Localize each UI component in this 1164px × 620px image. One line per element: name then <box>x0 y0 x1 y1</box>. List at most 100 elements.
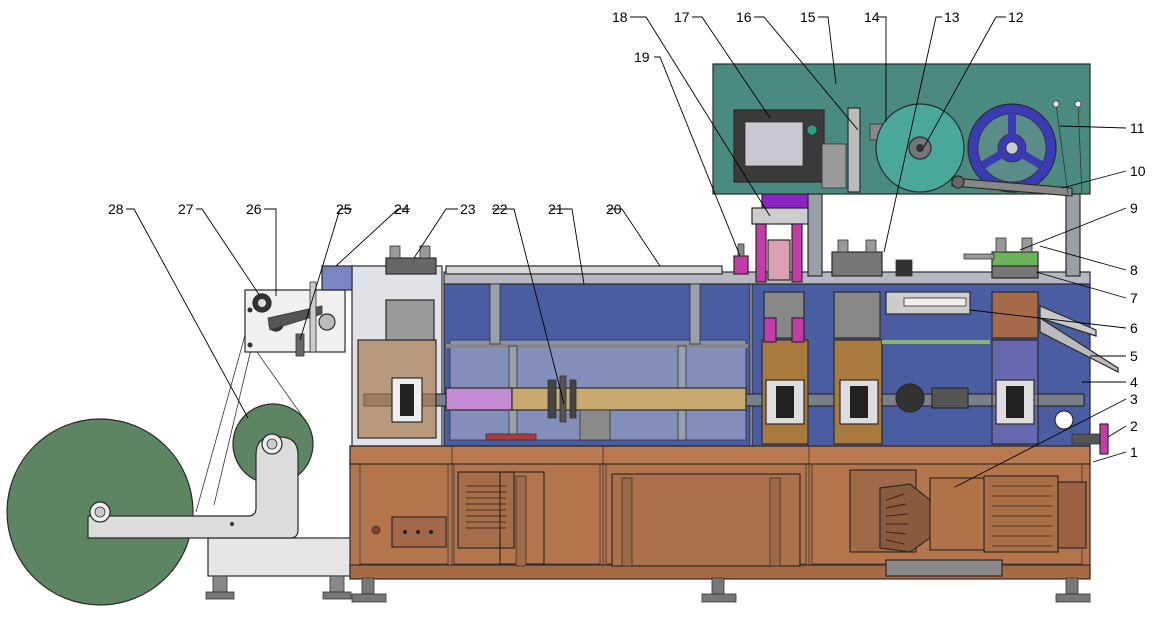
cabinet-panel-1 <box>359 463 449 565</box>
leader-13 <box>883 16 942 253</box>
handwheel-shaft <box>1071 433 1103 445</box>
motor-fan-fins <box>885 493 909 545</box>
callout-3: 3 <box>1130 391 1138 407</box>
shaft-sleeve-pink <box>445 387 513 411</box>
motor-cooling-ribs <box>992 485 1052 547</box>
press-column-left <box>755 223 767 283</box>
leader-27 <box>196 208 261 297</box>
control-socket-pin-3 <box>429 530 433 534</box>
motor-body <box>983 475 1059 553</box>
station-1-bearing-core <box>776 386 794 418</box>
film-guide-post-2 <box>821 143 847 189</box>
discharge-chute <box>1039 316 1119 373</box>
film-web-c <box>213 344 253 506</box>
vent-slots <box>466 485 506 529</box>
cutter-bolt-1 <box>837 239 849 253</box>
leader-7 <box>1035 271 1127 299</box>
leader-22 <box>492 208 565 405</box>
station-2-bearing-core <box>850 386 868 418</box>
leader-20 <box>608 208 661 267</box>
callout-10: 10 <box>1130 163 1146 179</box>
frame-post-2 <box>689 283 701 345</box>
unwind-foot-left-pad <box>205 591 235 600</box>
cam-disc-1 <box>547 379 557 419</box>
punch-bolt-2 <box>1021 237 1033 253</box>
leader-3 <box>954 398 1127 488</box>
leader-26 <box>264 208 277 296</box>
leader-15 <box>818 16 837 85</box>
leader-18 <box>630 16 771 217</box>
cabinet-top-rail <box>349 445 1091 465</box>
guide-roller-main-inner <box>258 299 266 307</box>
press-column-lower-left <box>763 317 777 343</box>
callout-4: 4 <box>1130 374 1138 390</box>
access-panel-strip-left <box>621 477 633 567</box>
unwind-foot-left <box>212 575 228 593</box>
drive-bracket-bar <box>515 475 527 567</box>
station-2-heater <box>833 291 881 339</box>
motor-endcap <box>1057 481 1087 549</box>
leader-12 <box>923 16 1006 148</box>
cabinet-access-panel <box>611 473 801 567</box>
station-3-bearing-core <box>1006 386 1024 418</box>
forming-cap-bolt-1 <box>389 245 401 259</box>
film-path-right-2 <box>1077 103 1083 195</box>
press-column-lower-right <box>791 317 805 343</box>
punch-lever <box>963 253 995 260</box>
leader-14 <box>878 16 887 122</box>
film-path-right-1 <box>1055 103 1069 195</box>
film-web-b <box>251 344 306 421</box>
callout-8: 8 <box>1130 262 1138 278</box>
cutter-block <box>831 251 883 277</box>
motor-base <box>885 559 1003 577</box>
callout-12: 12 <box>1008 9 1024 25</box>
hmi-indicator <box>806 124 818 136</box>
forming-bar-cover <box>445 265 723 275</box>
callout-21: 21 <box>548 201 564 217</box>
arm-bolt <box>230 522 234 526</box>
leader-2 <box>1107 425 1127 438</box>
handwheel <box>1099 423 1109 455</box>
hmi-screen <box>744 121 804 167</box>
guide-rail-green <box>882 340 990 344</box>
leader-19 <box>654 56 741 257</box>
cutting-station-top <box>831 239 913 277</box>
callout-17: 17 <box>674 9 690 25</box>
callout-7: 7 <box>1130 290 1138 306</box>
waste-reel-hub <box>1005 141 1019 155</box>
top-reel-panel <box>712 63 1091 277</box>
leader-28 <box>126 208 249 419</box>
unwind-foot-right <box>329 575 345 593</box>
leader-8 <box>1039 245 1127 271</box>
motor-housing <box>929 477 987 551</box>
forming-cap <box>385 257 437 275</box>
callout-2: 2 <box>1130 418 1138 434</box>
access-panel-strip-right <box>769 477 781 567</box>
valve-block <box>733 255 749 275</box>
film-path-roller-2 <box>1074 100 1082 108</box>
callout-1: 1 <box>1130 444 1138 460</box>
leader-24 <box>335 208 410 267</box>
callout-24: 24 <box>394 201 410 217</box>
shaft-end-cap <box>1054 410 1074 430</box>
leader-10 <box>1061 170 1127 189</box>
main-frame <box>351 265 1119 455</box>
guide-bracket <box>295 333 305 357</box>
guide-rod-vertical <box>309 281 317 353</box>
tension-roller <box>951 175 965 189</box>
small-reel-hub-inner <box>266 438 278 450</box>
film-path-roller-1 <box>1052 100 1060 108</box>
cutter-bolt-2 <box>865 239 877 253</box>
punch-station-top <box>963 237 1039 279</box>
callout-9: 9 <box>1130 200 1138 216</box>
callout-23: 23 <box>460 201 476 217</box>
drive-sprocket <box>895 383 925 413</box>
callout-13: 13 <box>944 9 960 25</box>
leader-1 <box>1092 451 1127 463</box>
leader-23 <box>413 208 458 259</box>
leader-lines <box>126 16 1127 488</box>
coil-spring <box>931 387 969 409</box>
left-roll-cover <box>385 299 435 341</box>
callout-27: 27 <box>178 201 194 217</box>
